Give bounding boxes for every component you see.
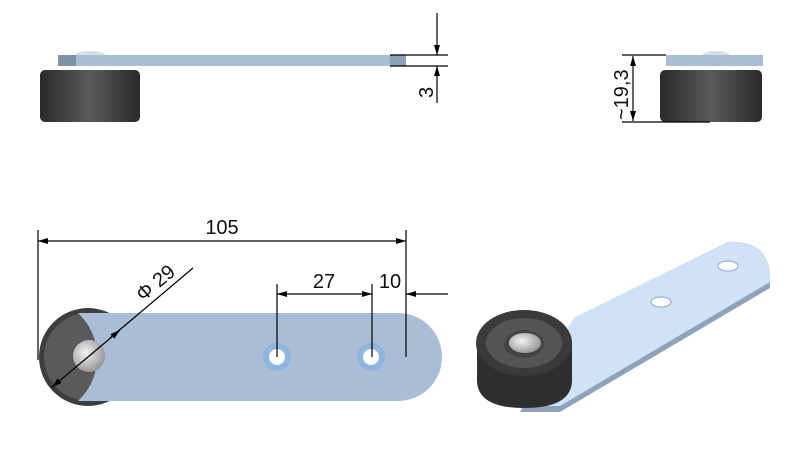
plate-edge [58,55,76,66]
side-view-end: ~19,3 [611,51,763,123]
isometric-view [476,241,771,412]
thickness-dimension: 3 [416,87,438,98]
plate-plan [78,313,442,401]
leader-line [109,267,194,339]
hole-iso-1 [717,260,739,272]
plate-end [666,55,763,66]
dimension-arrow [87,329,121,358]
hole-spacing-dimension: 27 [313,271,335,293]
hole-iso-2 [650,296,672,308]
plate-iso [520,241,771,406]
plate-edge-right [390,55,406,66]
hole-2-inner [363,349,379,365]
plan-view: 105 27 10 Φ 29 [37,217,448,406]
roller-side [40,70,140,122]
plate-side [58,55,406,66]
side-view-front: 3 [40,13,448,122]
hole-edge-dimension: 10 [379,271,401,293]
length-dimension: 105 [205,217,238,239]
height-dimension: ~19,3 [611,69,633,120]
roller-end [660,70,762,122]
dimension-arrow [51,356,89,388]
pin-iso [509,333,541,353]
